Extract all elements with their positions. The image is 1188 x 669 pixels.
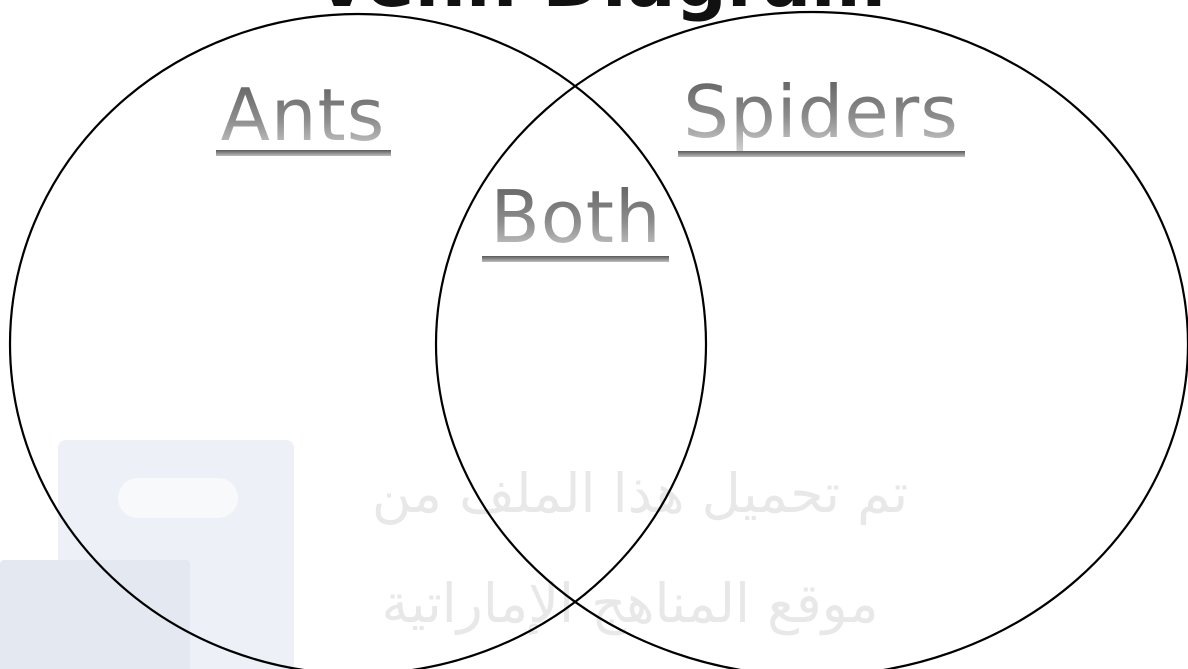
watermark-line-1: تم تحميل هذا الملف من	[372, 462, 908, 525]
right-set-label: Spiders	[683, 70, 959, 154]
overlap-label: Both	[490, 175, 661, 259]
left-set-label: Ants	[221, 73, 386, 157]
overlap-label-underline	[482, 256, 669, 262]
watermark-line-2: موقع المناهج الإماراتية	[382, 572, 879, 636]
curriculum-logo-icon	[0, 440, 294, 669]
left-set-circle	[9, 12, 707, 669]
left-set-label-underline	[216, 150, 391, 156]
right-set-circle	[435, 10, 1188, 669]
right-set-label-underline	[678, 151, 965, 157]
